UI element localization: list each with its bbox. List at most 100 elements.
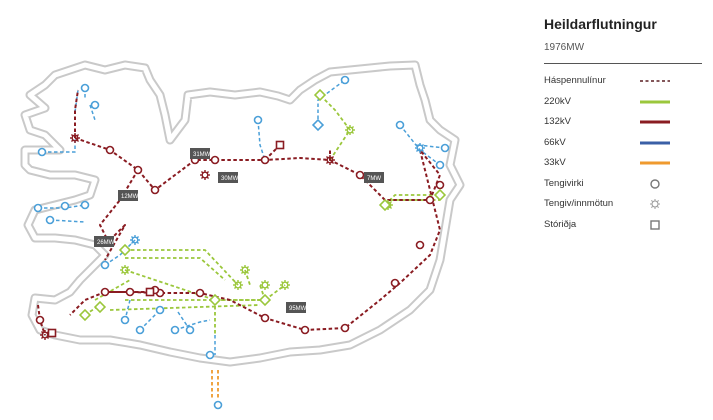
- legend-item-label: Stóriðja: [544, 218, 577, 230]
- capacity-badge-label: 95MW: [289, 306, 307, 312]
- legend-item-tengivirki: Tengivirki: [544, 175, 704, 196]
- injection-gear-icon: [260, 280, 270, 290]
- substation-circle-icon: [135, 325, 145, 335]
- industry-square-icon: [47, 328, 57, 338]
- substation-circle-icon: [440, 143, 450, 153]
- substation-circle-icon: [37, 147, 47, 157]
- industry-square-icon: [275, 140, 285, 150]
- line-220kv: [384, 194, 440, 206]
- line-swatch-132kv: [640, 120, 670, 124]
- legend-item-haspennulinur: Háspennulínur: [544, 72, 704, 93]
- legend-item-label: 33kV: [544, 157, 566, 168]
- coastline-outline: [22, 62, 463, 365]
- capacity-badge: 95MW: [286, 302, 307, 313]
- line-66kv: [139, 309, 161, 331]
- line-swatch-220kv: [640, 100, 670, 103]
- injection-gear-icon: [325, 155, 335, 165]
- substation-circle-icon: [150, 185, 160, 195]
- substation-circle-icon: [185, 325, 195, 335]
- dashed-line-swatch: [640, 80, 670, 82]
- legend-item-132kv: 132kV: [544, 113, 704, 134]
- capacity-badge: 7MW: [364, 172, 384, 183]
- line-132kv: [74, 89, 79, 138]
- square-icon: [650, 219, 660, 230]
- substation-circle-icon: [213, 400, 223, 410]
- substation-circle-icon: [395, 120, 405, 130]
- substation-circle-icon: [415, 240, 425, 250]
- legend-item-label: 220kV: [544, 95, 571, 107]
- substation-circle-icon: [100, 260, 110, 270]
- substation-circle-icon: [260, 313, 270, 323]
- line-132kv: [104, 224, 126, 261]
- substation-circle-icon: [45, 215, 55, 225]
- line-66kv: [49, 219, 86, 223]
- legend-item-220kv: 220kV: [544, 93, 704, 114]
- capacity-badges: 31MW 30MW 12MW 7MW 26MW 95MW: [94, 148, 384, 313]
- substation-circle-icon: [80, 200, 90, 210]
- substation-circle-icon: [80, 83, 90, 93]
- injection-gear-icon: [415, 143, 425, 153]
- diamond-node-icon: [311, 118, 325, 132]
- legend-panel: Heildarflutningur 1976MW Háspennulínur 2…: [544, 12, 704, 236]
- injection-gear-icon: [120, 265, 130, 275]
- substation-circle-icon: [105, 145, 115, 155]
- circle-icon: [650, 178, 660, 189]
- legend-items: Háspennulínur 220kV 132kV 66kV 33kV Teng…: [544, 72, 704, 236]
- line-220kv: [125, 249, 239, 286]
- substation-circle-icon: [100, 287, 110, 297]
- substation-circle-icon: [435, 160, 445, 170]
- line-66kv: [257, 119, 266, 161]
- industry-square-icon: [145, 287, 155, 297]
- line-66kv: [89, 104, 96, 121]
- lines-33kv: [211, 370, 219, 400]
- legend-divider: [544, 63, 702, 64]
- diamond-node-icon: [93, 300, 107, 314]
- legend-item-label: 66kV: [544, 136, 566, 148]
- diamond-node-icon: [378, 198, 392, 212]
- line-swatch-66kv: [640, 141, 670, 144]
- injection-gear-icon: [345, 125, 355, 135]
- diamond-node-icon: [313, 88, 327, 102]
- legend-item-tengiv-innmotun: Tengiv/innmötun: [544, 195, 704, 216]
- injection-gear-icon: [233, 280, 243, 290]
- capacity-badge-label: 30MW: [221, 176, 239, 182]
- substation-circle-icon: [340, 323, 350, 333]
- legend-item-label: 132kV: [544, 116, 571, 127]
- capacity-badge-label: 7MW: [367, 176, 381, 182]
- capacity-badge: 31MW: [190, 148, 211, 159]
- capacity-badge: 30MW: [218, 172, 239, 183]
- substation-circle-icon: [60, 201, 70, 211]
- line-66kv: [174, 319, 211, 331]
- legend-item-label: Tengiv/innmötun: [544, 198, 614, 209]
- legend-item-33kv: 33kV: [544, 154, 704, 175]
- line-66kv: [317, 79, 346, 125]
- substation-circle-icon: [300, 325, 310, 335]
- capacity-badge-label: 26MW: [97, 240, 115, 246]
- substation-circle-icon: [435, 180, 445, 190]
- line-132kv: [69, 137, 441, 331]
- substation-circle-icon: [210, 155, 220, 165]
- line-66kv: [104, 239, 136, 266]
- substation-circle-icon: [340, 75, 350, 85]
- substation-circle-icon: [120, 315, 130, 325]
- injection-gear-icon: [280, 280, 290, 290]
- substation-circle-icon: [133, 165, 143, 175]
- substation-circle-icon: [205, 350, 215, 360]
- lines-66kv: [38, 79, 446, 355]
- legend-item-storidja: Stóriðja: [544, 216, 704, 237]
- line-66kv: [124, 299, 131, 321]
- substation-circle-icon: [170, 325, 180, 335]
- capacity-badge-label: 12MW: [121, 194, 139, 200]
- line-220kv: [319, 94, 351, 161]
- substation-circle-icon: [260, 155, 270, 165]
- substation-circle-icon: [33, 203, 43, 213]
- legend-total: 1976MW: [544, 42, 585, 53]
- injection-gear-icon: [240, 265, 250, 275]
- line-220kv: [94, 279, 131, 301]
- diamond-node-icon: [208, 293, 222, 307]
- line-220kv: [125, 257, 226, 281]
- substation-circle-icon: [390, 278, 400, 288]
- substation-circle-icon: [35, 315, 45, 325]
- capacity-badge: 26MW: [94, 236, 115, 247]
- iceland-grid-map: 31MW 30MW 12MW 7MW 26MW 95MW: [20, 60, 465, 410]
